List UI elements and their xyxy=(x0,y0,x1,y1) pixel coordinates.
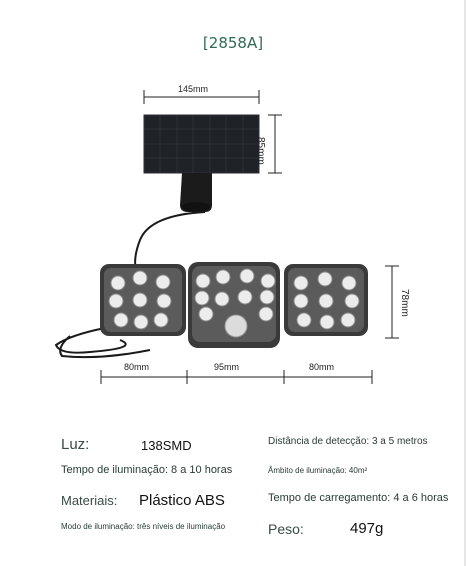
materials-label: Materiais: xyxy=(61,493,118,508)
product-illustration xyxy=(54,90,399,384)
charging-time: Tempo de carregamento: 4 a 6 horas xyxy=(268,492,449,504)
light-label: Luz: xyxy=(61,436,90,453)
power-cable xyxy=(54,211,206,359)
led-array xyxy=(108,268,360,330)
solar-panel xyxy=(143,114,260,212)
materials-value: Plástico ABS xyxy=(139,492,225,509)
dimension-lines xyxy=(100,90,399,384)
panel-height-label: 85mm xyxy=(255,137,266,165)
center-lamp-head xyxy=(188,262,280,348)
center-width-label: 95mm xyxy=(214,362,240,372)
lighting-time: Tempo de iluminação: 8 a 10 horas xyxy=(61,464,233,476)
lighting-mode: Modo de iluminação: três níveis de ilumi… xyxy=(61,522,226,531)
right-edge-border xyxy=(464,0,466,566)
left-width-label: 80mm xyxy=(124,362,150,372)
weight-label: Peso: xyxy=(268,521,304,537)
weight-value: 497g xyxy=(350,520,384,537)
lighting-area: Âmbito de iluminação: 40m² xyxy=(268,466,368,475)
lamp-height-label: 78mm xyxy=(399,289,410,317)
detection-distance: Distância de detecção: 3 a 5 metros xyxy=(268,436,428,447)
panel-width-label: 145mm xyxy=(178,84,209,94)
model-code: [2858A] xyxy=(202,34,264,52)
specs-section: Luz: 138SMD Distância de detecção: 3 a 5… xyxy=(0,428,466,558)
light-value: 138SMD xyxy=(141,438,192,453)
right-width-label: 80mm xyxy=(309,362,335,372)
motion-sensor-icon xyxy=(224,314,248,338)
